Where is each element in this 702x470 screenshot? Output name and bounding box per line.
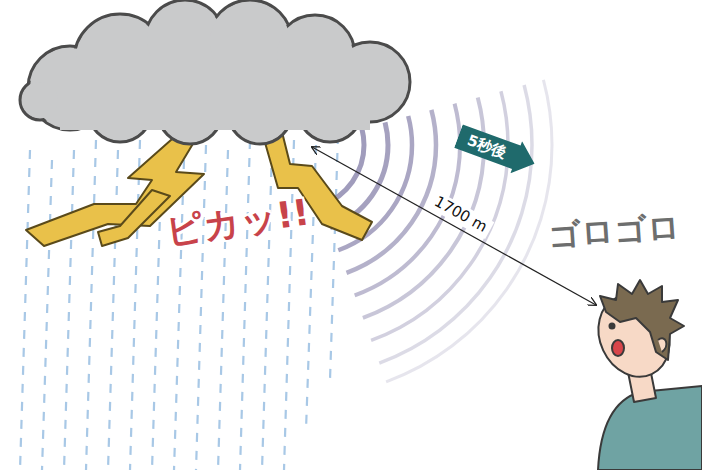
rain-part — [20, 150, 30, 470]
thunder-sound-word: ゴロゴロ — [547, 209, 681, 253]
cloud-part-part — [60, 60, 370, 130]
person — [585, 280, 702, 470]
rain-part — [64, 150, 74, 470]
rain-part — [284, 140, 294, 470]
person-part — [600, 280, 684, 360]
flash-sound-word: ピカッ!! — [164, 192, 312, 251]
arrow-label: 5秒後 — [465, 132, 537, 172]
rain-part — [240, 140, 250, 470]
cloud-part — [20, 0, 410, 144]
rain-part — [86, 140, 96, 470]
arrow-fill — [453, 120, 541, 180]
rain-part — [330, 135, 338, 380]
person-part — [612, 340, 624, 356]
rain-part — [42, 160, 52, 470]
sound-waves-part — [68, 0, 532, 377]
cloud — [20, 0, 410, 144]
person-part — [610, 324, 615, 329]
rain-part — [218, 150, 228, 470]
rain-part — [174, 160, 184, 470]
rain-part — [108, 150, 118, 470]
cloud-part-part — [22, 82, 58, 118]
rain-part — [130, 140, 140, 470]
arrow-band: 5秒後 — [453, 120, 541, 180]
person-part — [658, 338, 666, 352]
cloud-part — [22, 2, 408, 142]
rain-part — [196, 145, 206, 470]
lightning-bolts-part — [98, 190, 170, 246]
sound-waves-part — [48, 0, 552, 397]
sound-waves — [48, 0, 552, 397]
